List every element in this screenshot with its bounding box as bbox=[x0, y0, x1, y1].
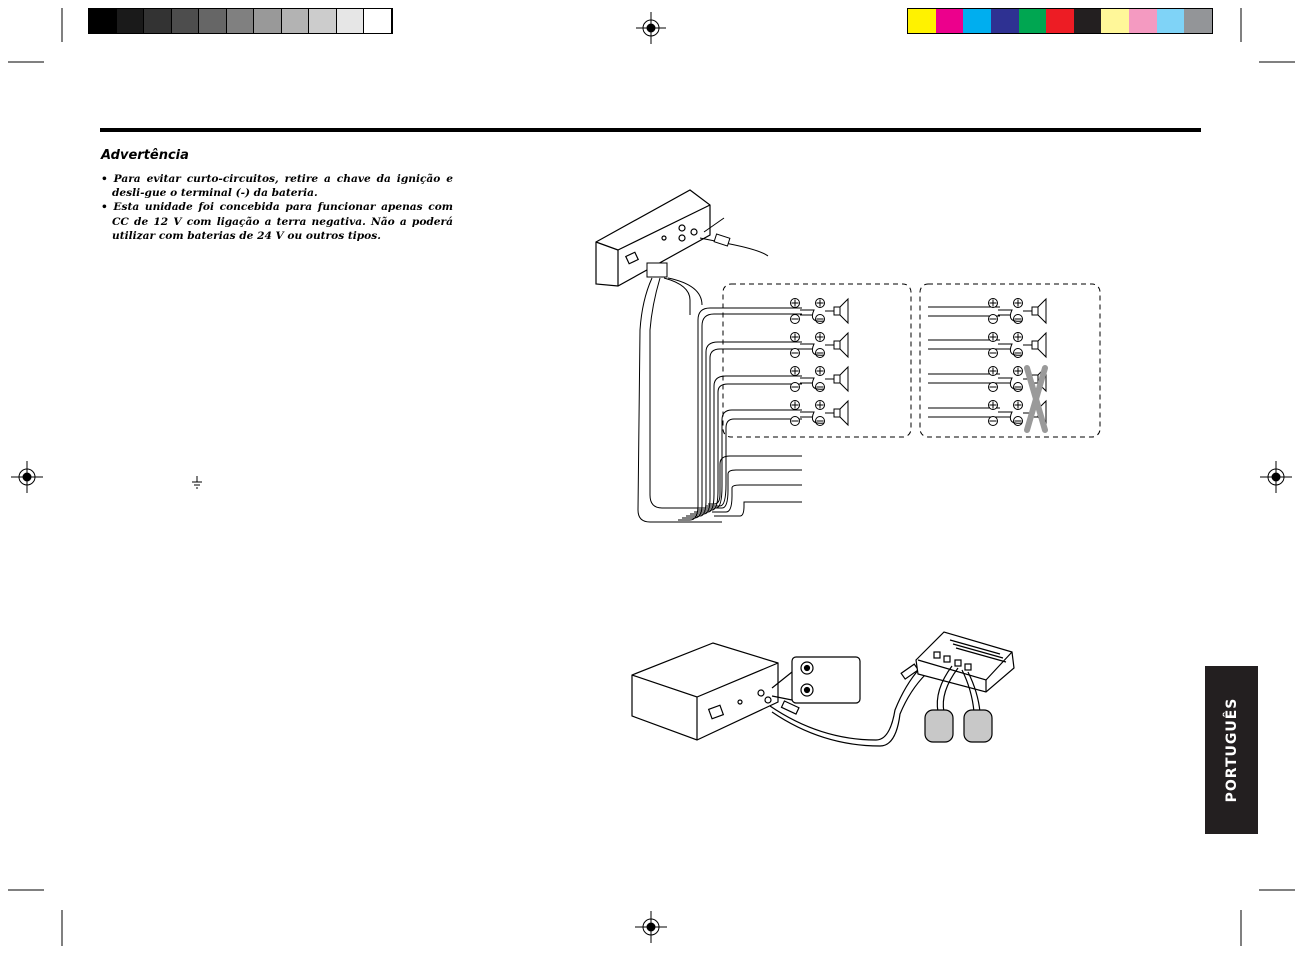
color-swatch bbox=[1073, 9, 1102, 33]
color-swatch bbox=[281, 9, 310, 33]
speaker-terminal-row bbox=[790, 297, 849, 325]
crop-marks bbox=[8, 8, 1295, 946]
registration-mark-top bbox=[636, 12, 666, 44]
antenna-lead bbox=[699, 217, 769, 257]
speaker-terminal-row bbox=[790, 331, 849, 359]
color-swatch bbox=[990, 9, 1019, 33]
registration-mark-right bbox=[1260, 461, 1292, 493]
color-swatch bbox=[1046, 9, 1074, 33]
color-swatch bbox=[116, 9, 145, 33]
rca-cable bbox=[769, 663, 927, 747]
speaker-set-b bbox=[988, 297, 1047, 427]
head-unit-front bbox=[631, 642, 779, 741]
amplifier-unit bbox=[915, 631, 1015, 693]
color-swatch bbox=[254, 9, 282, 33]
grayscale-registration-bar bbox=[88, 8, 393, 34]
speaker-terminal-row bbox=[790, 365, 849, 393]
head-unit-rear bbox=[595, 189, 711, 287]
color-swatch bbox=[1018, 9, 1047, 33]
language-tab: PORTUGUÊS bbox=[1205, 666, 1258, 834]
warning-title: Advertência bbox=[101, 148, 189, 163]
speaker-leads-left bbox=[678, 307, 802, 521]
speaker-terminal-row bbox=[988, 331, 1047, 359]
wiring-harness bbox=[637, 262, 722, 523]
color-swatch bbox=[935, 9, 964, 33]
ground-symbol bbox=[192, 476, 202, 489]
color-swatch bbox=[336, 9, 365, 33]
warning-item: • Esta unidade foi concebida para funcio… bbox=[101, 201, 453, 242]
color-registration-bar bbox=[907, 8, 1213, 34]
warning-item: • Para evitar curto-circuitos, retire a … bbox=[101, 173, 453, 200]
color-swatch bbox=[226, 9, 255, 33]
color-swatch bbox=[309, 9, 337, 33]
color-swatch bbox=[963, 9, 991, 33]
color-swatch bbox=[364, 9, 392, 33]
speaker-terminal-row bbox=[988, 297, 1047, 325]
color-swatch bbox=[89, 9, 117, 33]
color-swatch bbox=[1101, 9, 1130, 33]
speaker-group-a bbox=[722, 283, 912, 438]
speaker-left-icon bbox=[924, 709, 954, 743]
speaker-set-a bbox=[790, 297, 849, 427]
rca-jack-callout bbox=[771, 656, 861, 704]
speaker-right-icon bbox=[963, 709, 993, 743]
color-swatch bbox=[171, 9, 200, 33]
speaker-terminal-row bbox=[790, 399, 849, 427]
speaker-leads-right bbox=[928, 306, 1000, 418]
prohibited-cross-icon bbox=[1024, 365, 1048, 433]
warning-list: • Para evitar curto-circuitos, retire a … bbox=[101, 172, 453, 243]
speaker-group-b bbox=[919, 283, 1101, 438]
color-swatch bbox=[1129, 9, 1157, 33]
color-swatch bbox=[199, 9, 227, 33]
color-swatch bbox=[1156, 9, 1185, 33]
registration-mark-bottom bbox=[635, 911, 667, 943]
accessory-leads bbox=[708, 455, 802, 517]
color-swatch bbox=[908, 9, 936, 33]
registration-mark-left bbox=[11, 461, 43, 493]
color-swatch bbox=[1184, 9, 1212, 33]
color-swatch bbox=[144, 9, 172, 33]
amplifier-speaker-cables bbox=[936, 665, 981, 713]
section-rule bbox=[100, 128, 1201, 132]
